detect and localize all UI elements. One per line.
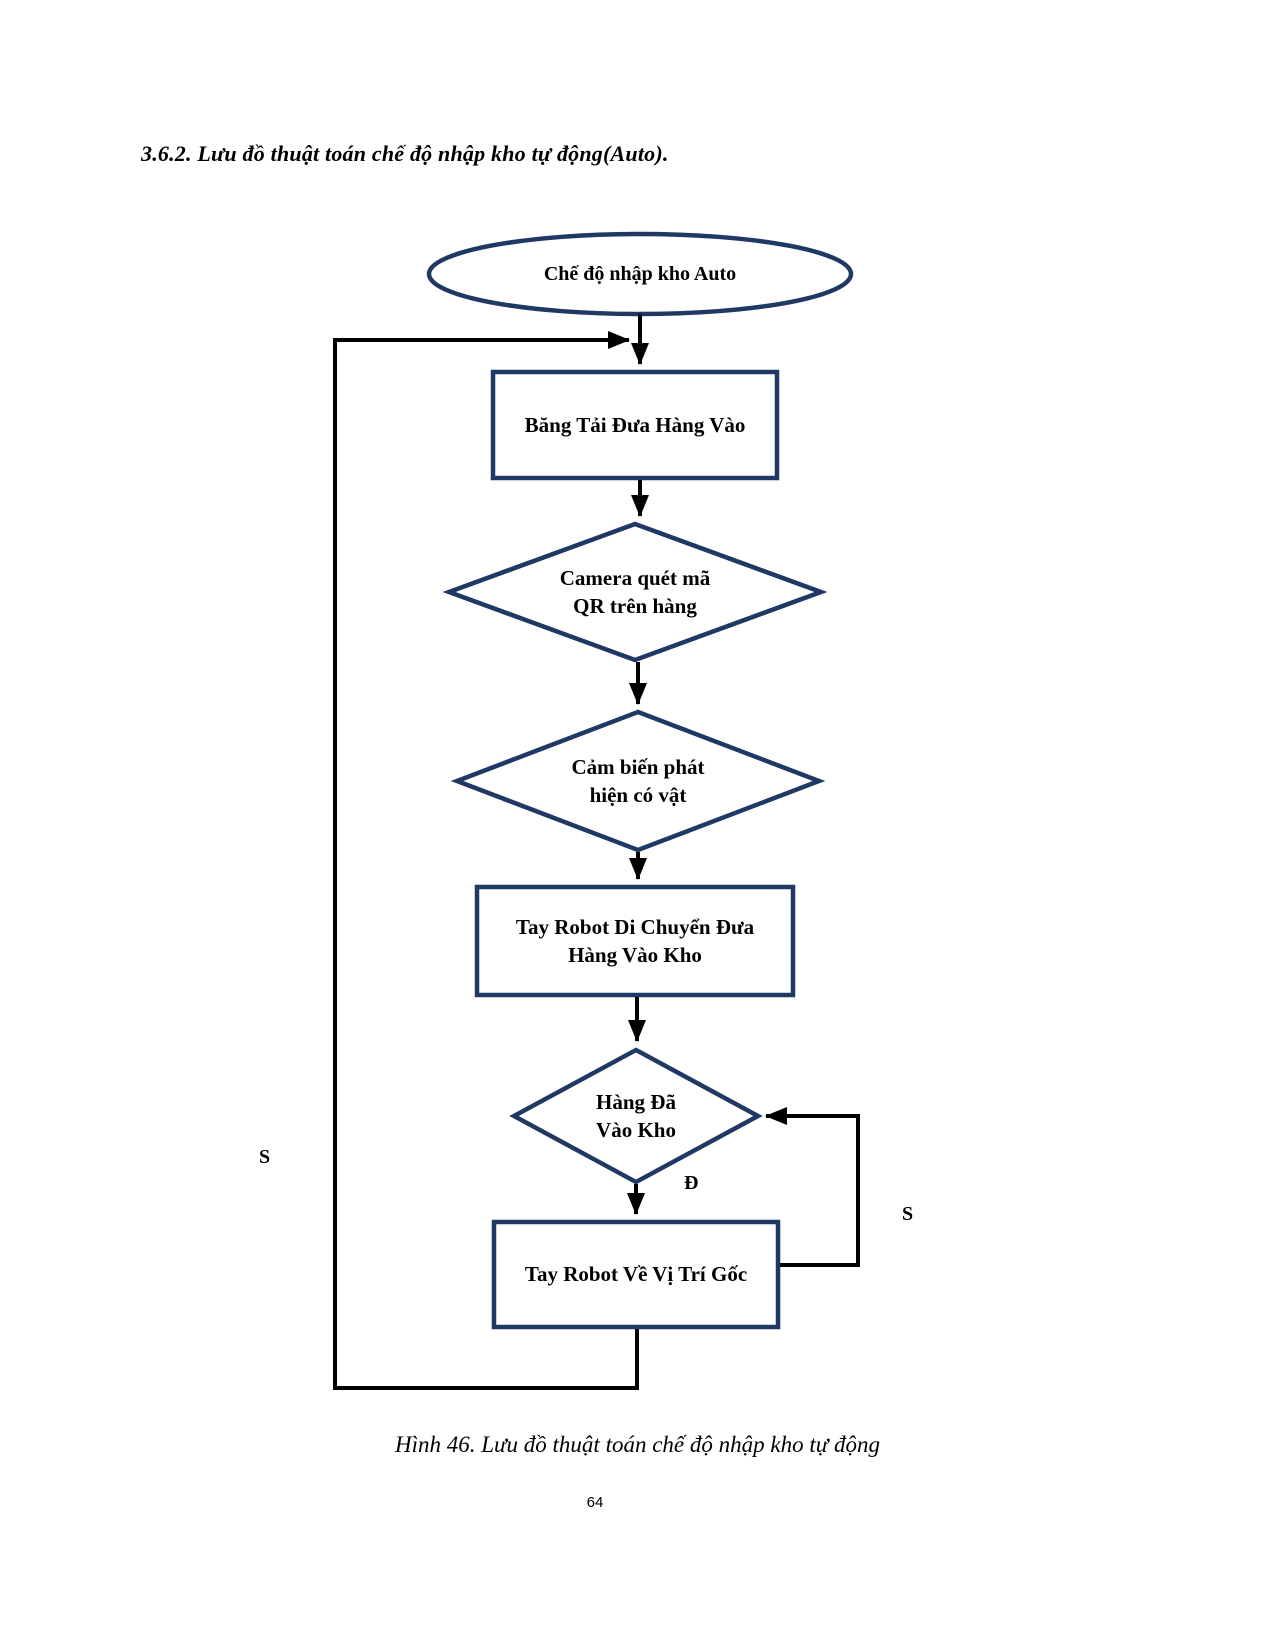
terminator-shape-start [426,231,854,317]
arrow-robot-home-retry-loop-right [765,1107,860,1267]
decision-shape-in-storage [509,1047,763,1185]
decision-shape-camera [442,521,828,663]
edge-label-no-right: S [902,1203,914,1225]
page-number: 64 [586,1494,604,1511]
edge-label-no-left: S [259,1146,271,1168]
arrow-loop-return-left [333,331,639,1390]
process-shape-robot-home [491,1219,781,1330]
edge-label-yes: Đ [684,1172,699,1194]
section-heading: 3.6.2. Lưu đồ thuật toán chế độ nhập kho… [141,141,669,166]
decision-shape-sensor [450,709,826,853]
flow-shapes [426,231,854,1330]
process-shape-conveyor [490,369,780,481]
figure-caption: Hình 46. Lưu đồ thuật toán chế độ nhập k… [394,1432,881,1457]
process-shape-robot-move [474,884,796,998]
flow-arrows [333,314,860,1390]
